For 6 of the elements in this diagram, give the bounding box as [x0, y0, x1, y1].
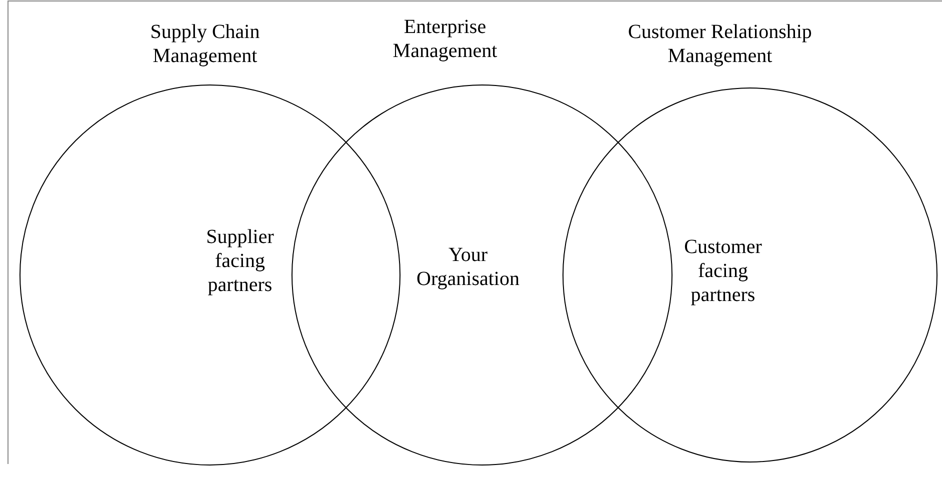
- circle-label: Supplier facing partners: [205, 225, 275, 297]
- circle-label: Customer facing partners: [683, 235, 763, 307]
- circle-label: Your Organisation: [416, 243, 520, 291]
- circle-heading: Enterprise Management: [392, 15, 498, 63]
- circle-heading: Customer Relationship Management: [627, 20, 813, 68]
- circle-heading: Supply Chain Management: [149, 20, 261, 68]
